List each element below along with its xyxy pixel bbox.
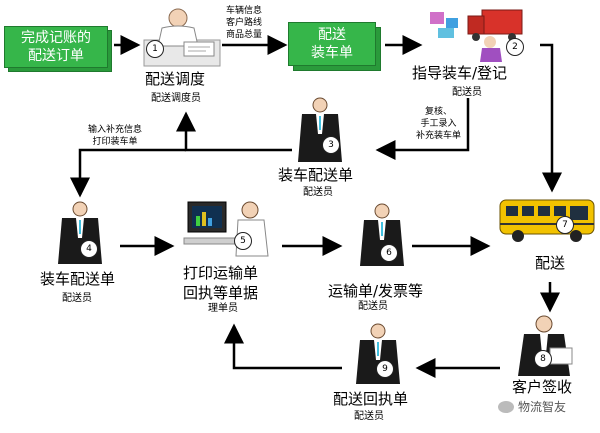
- watermark-text: 物流智友: [518, 400, 567, 414]
- step2-title: 指导装车/登记: [412, 64, 508, 82]
- watermark: 物流智友: [498, 398, 566, 415]
- step4-figure: 4: [56, 200, 106, 264]
- note-top-line3: 商品总量: [226, 30, 263, 40]
- step9-figure: 9: [354, 322, 404, 384]
- businessman-icon: [298, 97, 342, 162]
- step6-figure: 6: [358, 202, 408, 266]
- note-right-line1: 复核、: [425, 107, 453, 117]
- step5-badge: 5: [234, 232, 252, 250]
- step7-title: 配送: [535, 254, 566, 272]
- note-top-line2: 客户路线: [226, 18, 263, 28]
- step1-role: 配送调度员: [151, 93, 201, 104]
- doc-load: 配送 装车单: [288, 22, 384, 72]
- step1-title: 配送调度: [145, 70, 206, 88]
- step3-title: 装车配送单: [278, 166, 354, 184]
- step9-role: 配送员: [354, 411, 384, 422]
- step7-badge: 7: [556, 216, 574, 234]
- doc-start-line1: 完成记账的: [21, 30, 91, 46]
- step2-badge: 2: [506, 38, 524, 56]
- step4-role: 配送员: [62, 293, 92, 304]
- step6-title: 运输单/发票等: [328, 282, 424, 300]
- arrow-receipt-to-print: [224, 323, 342, 370]
- truck-and-worker-icon: [430, 9, 523, 62]
- step8-title: 客户签收: [512, 378, 573, 396]
- note-top: 车辆信息 客户路线 商品总量: [226, 5, 262, 41]
- arrow-loading-to-dispatch: [176, 111, 292, 152]
- note-right-line2: 手工录入: [420, 119, 457, 129]
- arrow-dispatch-to-step4: [70, 148, 186, 198]
- note-left: 输入补充信息 打印装车单: [88, 124, 142, 148]
- step6-badge: 6: [380, 244, 398, 262]
- doc-start-line2: 配送订单: [28, 48, 84, 64]
- dispatcher-at-desk-icon: [143, 8, 221, 67]
- step5-role: 理单员: [208, 303, 238, 314]
- doc-start-front: 完成记账的 配送订单: [4, 26, 108, 68]
- step5-figure: 5: [180, 198, 280, 258]
- doc-start: 完成记账的 配送订单: [4, 26, 114, 74]
- step2-role: 配送员: [452, 87, 482, 98]
- arrow-guide-to-loading: [375, 98, 470, 160]
- note-right-line3: 补充装车单: [416, 131, 462, 141]
- step5-title-line2: 回执等单据: [183, 284, 259, 302]
- wechat-icon: [498, 400, 514, 413]
- step4-title: 装车配送单: [40, 270, 116, 288]
- step4-badge: 4: [80, 240, 98, 258]
- step1-badge: 1: [146, 40, 164, 58]
- step9-title: 配送回执单: [333, 390, 409, 408]
- note-left-line1: 输入补充信息: [88, 125, 143, 135]
- note-top-line1: 车辆信息: [226, 6, 263, 16]
- step5-title-line1: 打印运输单: [183, 264, 259, 282]
- customer-figure: 8: [504, 314, 584, 376]
- arrow-guide-to-bus: [540, 43, 562, 193]
- step3-badge: 3: [322, 136, 340, 154]
- doc-load-line2: 装车单: [311, 45, 353, 61]
- note-right: 复核、 手工录入 补充装车单: [416, 106, 461, 142]
- loading-guide-figure: 2: [424, 4, 534, 62]
- doc-load-front: 配送 装车单: [288, 22, 376, 66]
- bus-figure: 7: [496, 194, 598, 246]
- doc-load-line1: 配送: [318, 27, 346, 43]
- step9-badge: 9: [376, 360, 394, 378]
- step3-role: 配送员: [303, 187, 333, 198]
- note-left-line2: 打印装车单: [92, 137, 138, 147]
- step3-figure: 3: [296, 96, 346, 162]
- step8-badge: 8: [534, 350, 552, 368]
- school-bus-icon: [499, 199, 595, 242]
- dispatcher-figure: 1: [140, 6, 226, 68]
- computer-operator-icon: [183, 201, 269, 257]
- step6-role: 配送员: [358, 301, 388, 312]
